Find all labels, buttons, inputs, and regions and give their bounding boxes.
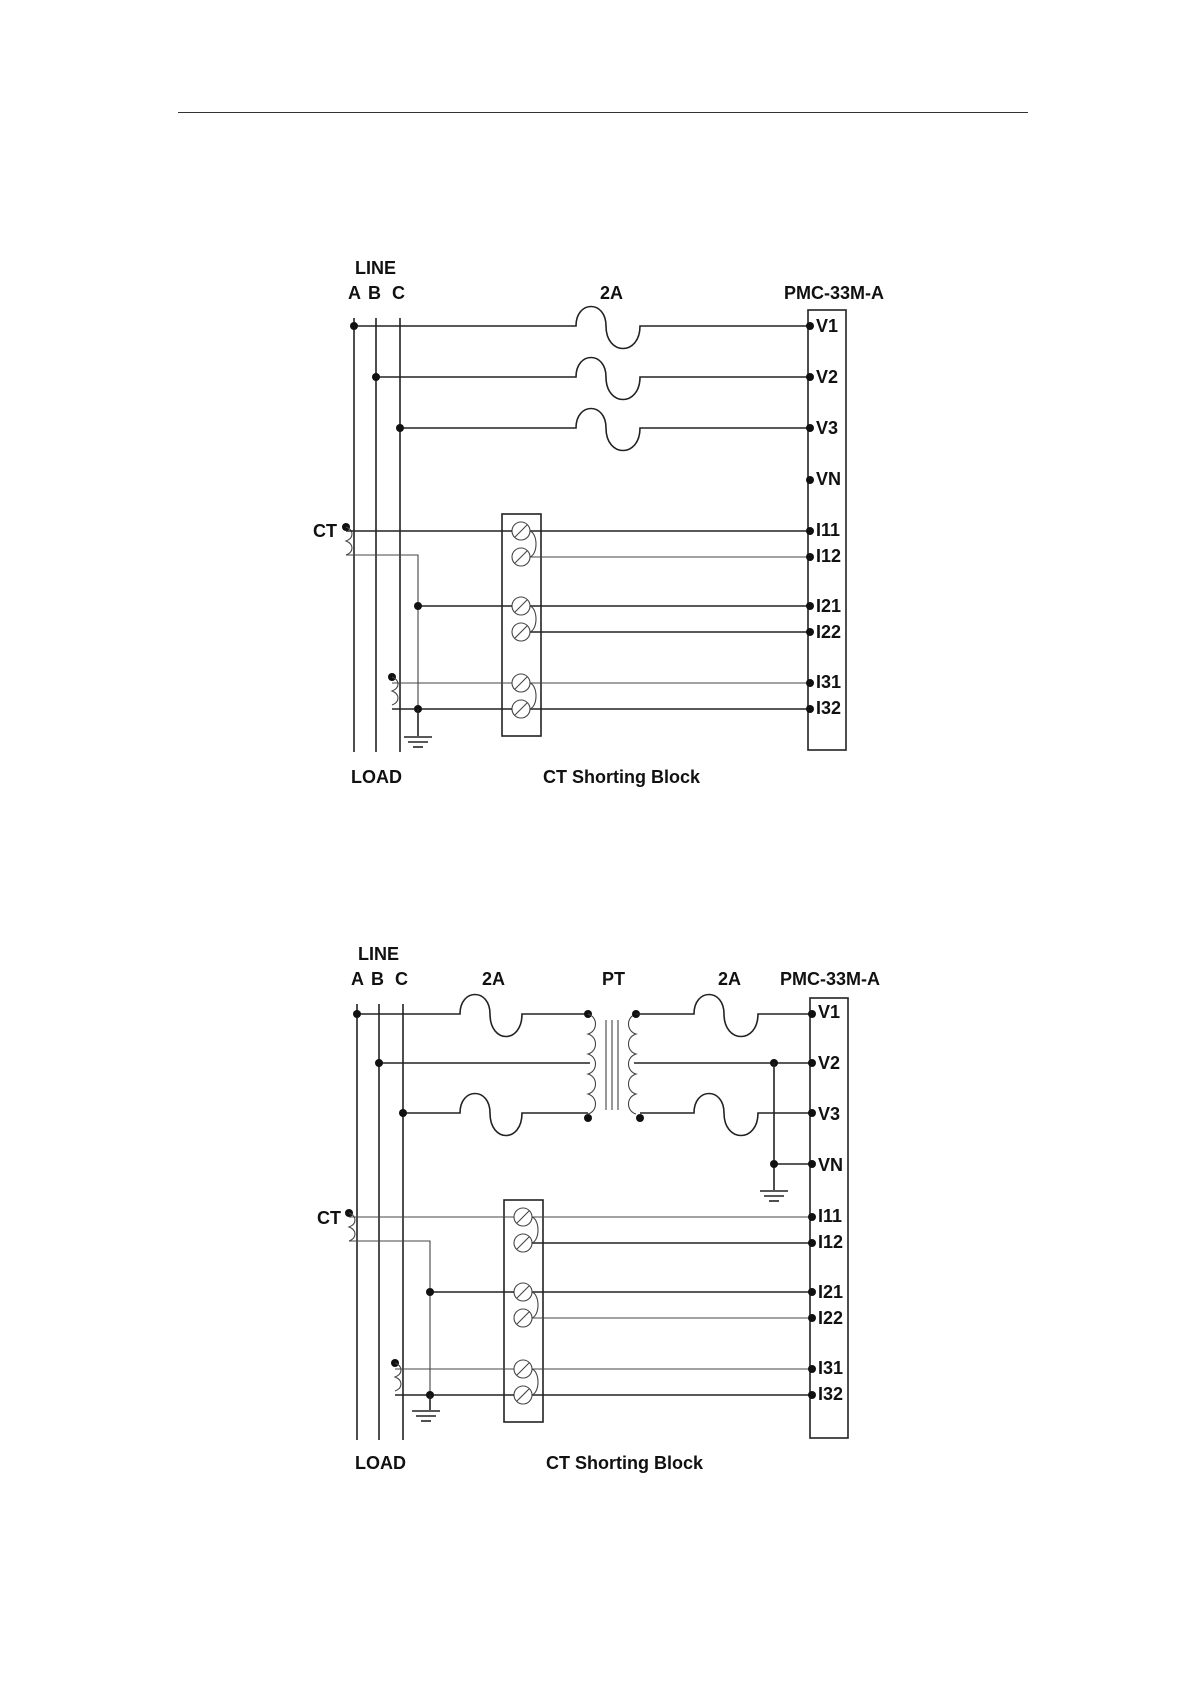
neutral-vn-wire xyxy=(770,1063,816,1190)
load-label: LOAD xyxy=(351,767,402,787)
shorting-block-screw-icons xyxy=(514,1208,532,1404)
primary-phase-b-wire xyxy=(375,1059,590,1067)
terminal-label: V1 xyxy=(816,316,838,336)
line-label: LINE xyxy=(358,944,399,964)
phase-b-label: B xyxy=(371,969,384,989)
ct-label: CT xyxy=(313,521,337,541)
terminal-label: I32 xyxy=(818,1384,843,1404)
secondary-v2-wire xyxy=(634,1059,816,1067)
current-i21-wire xyxy=(414,602,814,610)
terminal-label: I12 xyxy=(818,1232,843,1252)
terminal-label: V3 xyxy=(816,418,838,438)
wiring-diagram-direct: LINE A B C 2A PMC-33M-A CT LOAD CT Short… xyxy=(0,0,1191,820)
terminal-label: V2 xyxy=(816,367,838,387)
terminal-label: I31 xyxy=(818,1358,843,1378)
fuse-label-left: 2A xyxy=(482,969,505,989)
primary-phase-a-wire xyxy=(353,995,592,1037)
fuse-label: 2A xyxy=(600,283,623,303)
pt-transformer-icon xyxy=(588,1010,644,1122)
phase-b-label: B xyxy=(368,283,381,303)
ct-shorting-block-label: CT Shorting Block xyxy=(546,1453,704,1473)
current-i32-wire xyxy=(395,1369,816,1399)
primary-phase-c-wire xyxy=(399,1094,592,1136)
meter-label: PMC-33M-A xyxy=(780,969,880,989)
phase-c-label: C xyxy=(395,969,408,989)
terminal-label: I21 xyxy=(818,1282,843,1302)
terminal-vn-dot xyxy=(806,476,814,484)
current-i31-wire xyxy=(395,1365,816,1373)
ct-return-wire xyxy=(346,555,418,711)
current-i12-wire xyxy=(532,1217,816,1247)
ct-return-wire xyxy=(349,1241,430,1395)
terminal-label: I12 xyxy=(816,546,841,566)
shorting-block-screw-icons xyxy=(512,522,530,718)
current-i22-wire xyxy=(530,606,814,636)
terminal-label: I11 xyxy=(816,520,840,540)
terminal-label: I22 xyxy=(818,1308,843,1328)
current-i31-wire xyxy=(392,679,814,687)
terminal-label: I21 xyxy=(816,596,841,616)
ct-phase-a-icon xyxy=(345,1209,355,1241)
pt-label: PT xyxy=(602,969,625,989)
ct-phase-c-icon xyxy=(388,673,398,705)
terminal-label: VN xyxy=(818,1155,843,1175)
terminal-label: V1 xyxy=(818,1002,840,1022)
line-label: LINE xyxy=(355,258,396,278)
ct-label: CT xyxy=(317,1208,341,1228)
fuse-label-right: 2A xyxy=(718,969,741,989)
secondary-v3-wire xyxy=(640,1094,816,1136)
terminal-label: VN xyxy=(816,469,841,489)
meter-label: PMC-33M-A xyxy=(784,283,884,303)
current-i11-wire xyxy=(349,1213,816,1221)
current-i12-wire xyxy=(530,531,814,561)
ct-phase-c-icon xyxy=(391,1359,401,1391)
phase-a-label: A xyxy=(348,283,361,303)
voltage-v1-wire xyxy=(350,307,814,349)
terminal-label: I22 xyxy=(816,622,841,642)
load-label: LOAD xyxy=(355,1453,406,1473)
current-i11-wire xyxy=(346,527,814,535)
current-i32-wire xyxy=(392,683,814,713)
phase-a-label: A xyxy=(351,969,364,989)
wiring-diagram-pt: LINE A B C 2A PT 2A PMC-33M-A CT LOAD CT… xyxy=(0,860,1191,1680)
current-i22-wire xyxy=(532,1292,816,1322)
current-i21-wire xyxy=(426,1288,816,1296)
pt-ground-icon xyxy=(760,1191,788,1201)
terminal-label: I11 xyxy=(818,1206,842,1226)
terminal-label: I32 xyxy=(816,698,841,718)
voltage-v2-wire xyxy=(372,358,814,400)
terminal-label: I31 xyxy=(816,672,841,692)
ground-icon xyxy=(412,1395,440,1421)
voltage-v3-wire xyxy=(396,409,814,451)
terminal-label: V3 xyxy=(818,1104,840,1124)
ct-shorting-block-label: CT Shorting Block xyxy=(543,767,701,787)
ct-phase-a-icon xyxy=(342,523,352,555)
terminal-label: V2 xyxy=(818,1053,840,1073)
secondary-v1-wire xyxy=(636,995,816,1037)
phase-c-label: C xyxy=(392,283,405,303)
ground-icon xyxy=(404,709,432,747)
